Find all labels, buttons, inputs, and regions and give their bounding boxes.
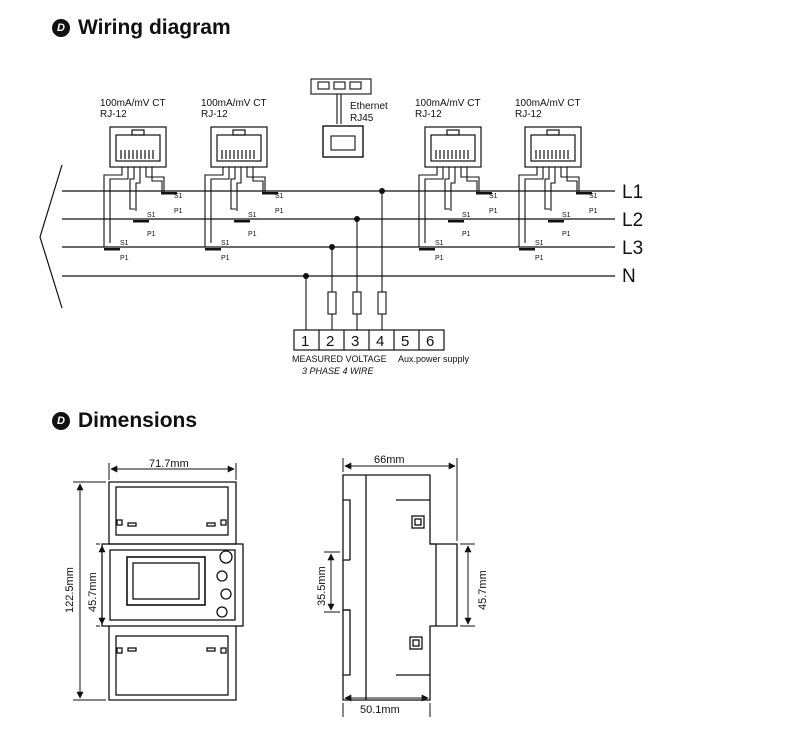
terminal-3: 3: [351, 333, 359, 350]
p1-label: P1: [248, 231, 257, 238]
terminal-2: 2: [326, 333, 334, 350]
p1-label: P1: [589, 208, 598, 215]
s1-label: S1: [248, 212, 257, 219]
s1-label: S1: [120, 240, 129, 247]
source-arrow-icon: [39, 164, 63, 309]
terminal-block: [293, 329, 445, 351]
p1-label: P1: [275, 208, 284, 215]
s1-label: S1: [435, 240, 444, 247]
terminal-1: 1: [301, 333, 309, 350]
ct-connector-label: RJ-12: [415, 109, 442, 120]
ct-module: 100mA/mV CT RJ-12 S1 P1 S1 P1 S1 P1: [515, 98, 598, 262]
rj12-jack-icon: [524, 126, 582, 168]
rj45-socket-strip-icon: [310, 78, 372, 158]
p1-label: P1: [489, 208, 498, 215]
rj12-jack-icon: [210, 126, 268, 168]
fuse-icon: [327, 291, 337, 315]
line-label-l3: L3: [622, 238, 643, 259]
ct-type-label: 100mA/mV CT: [100, 98, 166, 109]
p1-label: P1: [147, 231, 156, 238]
line-label-l2: L2: [622, 210, 643, 231]
p1-label: P1: [562, 231, 571, 238]
terminal-4: 4: [376, 333, 384, 350]
side-bottom-label: 50.1mm: [360, 704, 400, 716]
rj12-jack-icon: [424, 126, 482, 168]
line-label-n: N: [622, 266, 636, 287]
side-view: [342, 474, 458, 701]
p1-label: P1: [221, 255, 230, 262]
wiring-diagram: [39, 164, 615, 309]
ct-connector-label: RJ-12: [100, 109, 127, 120]
wiring-title-text: Wiring diagram: [78, 16, 231, 39]
s1-label: S1: [147, 212, 156, 219]
ct-type-label: 100mA/mV CT: [415, 98, 481, 109]
front-height-label: 122.5mm: [64, 567, 76, 613]
fuse-icon: [352, 291, 362, 315]
section-badge-icon: D: [52, 412, 70, 430]
s1-label: S1: [275, 193, 284, 200]
s1-label: S1: [535, 240, 544, 247]
rj12-jack-icon: [109, 126, 167, 168]
fuse-icon: [377, 291, 387, 315]
p1-label: P1: [174, 208, 183, 215]
ct-connector-label: RJ-12: [515, 109, 542, 120]
s1-label: S1: [221, 240, 230, 247]
aux-supply-label: Aux.power supply: [398, 354, 470, 364]
line-label-l1: L1: [622, 182, 643, 203]
ct-connector-label: RJ-12: [201, 109, 228, 120]
front-width-label: 71.7mm: [149, 458, 189, 470]
measured-voltage-label: MEASURED VOLTAGE: [292, 354, 387, 364]
p1-label: P1: [462, 231, 471, 238]
ethernet-module: Ethernet RJ45: [310, 78, 388, 158]
ct-type-label: 100mA/mV CT: [201, 98, 267, 109]
side-inner-right-label: 45.7mm: [477, 570, 489, 610]
ct-type-label: 100mA/mV CT: [515, 98, 581, 109]
s1-label: S1: [462, 212, 471, 219]
front-inner-height-label: 45.7mm: [87, 572, 99, 612]
ct-module: 100mA/mV CT RJ-12 S1 P1 S1 P1 S1 P1: [415, 98, 498, 262]
s1-label: S1: [562, 212, 571, 219]
s1-label: S1: [489, 193, 498, 200]
ct-module: 100mA/mV CT RJ-12 S1 P1 S1 P1 S1 P1: [100, 98, 183, 262]
p1-label: P1: [535, 255, 544, 262]
dimensions-title: D Dimensions: [52, 409, 197, 433]
section-badge-icon: D: [52, 19, 70, 37]
ct-module: 100mA/mV CT RJ-12 S1 P1 S1 P1 S1 P1: [201, 98, 284, 262]
p1-label: P1: [435, 255, 444, 262]
terminal-5: 5: [401, 333, 409, 350]
side-inner-left-label: 35.5mm: [316, 566, 328, 606]
s1-label: S1: [589, 193, 598, 200]
wiring-diagram-title: D Wiring diagram: [52, 16, 231, 40]
voltage-taps: [305, 191, 387, 330]
side-width-label: 66mm: [374, 454, 405, 466]
phase-note-label: 3 PHASE 4 WIRE: [302, 366, 375, 376]
dimensions-title-text: Dimensions: [78, 409, 198, 432]
rj45-label: RJ45: [350, 113, 374, 124]
terminal-6: 6: [426, 333, 434, 350]
s1-label: S1: [174, 193, 183, 200]
ethernet-label: Ethernet: [350, 101, 388, 112]
p1-label: P1: [120, 255, 129, 262]
front-view: [101, 481, 244, 701]
